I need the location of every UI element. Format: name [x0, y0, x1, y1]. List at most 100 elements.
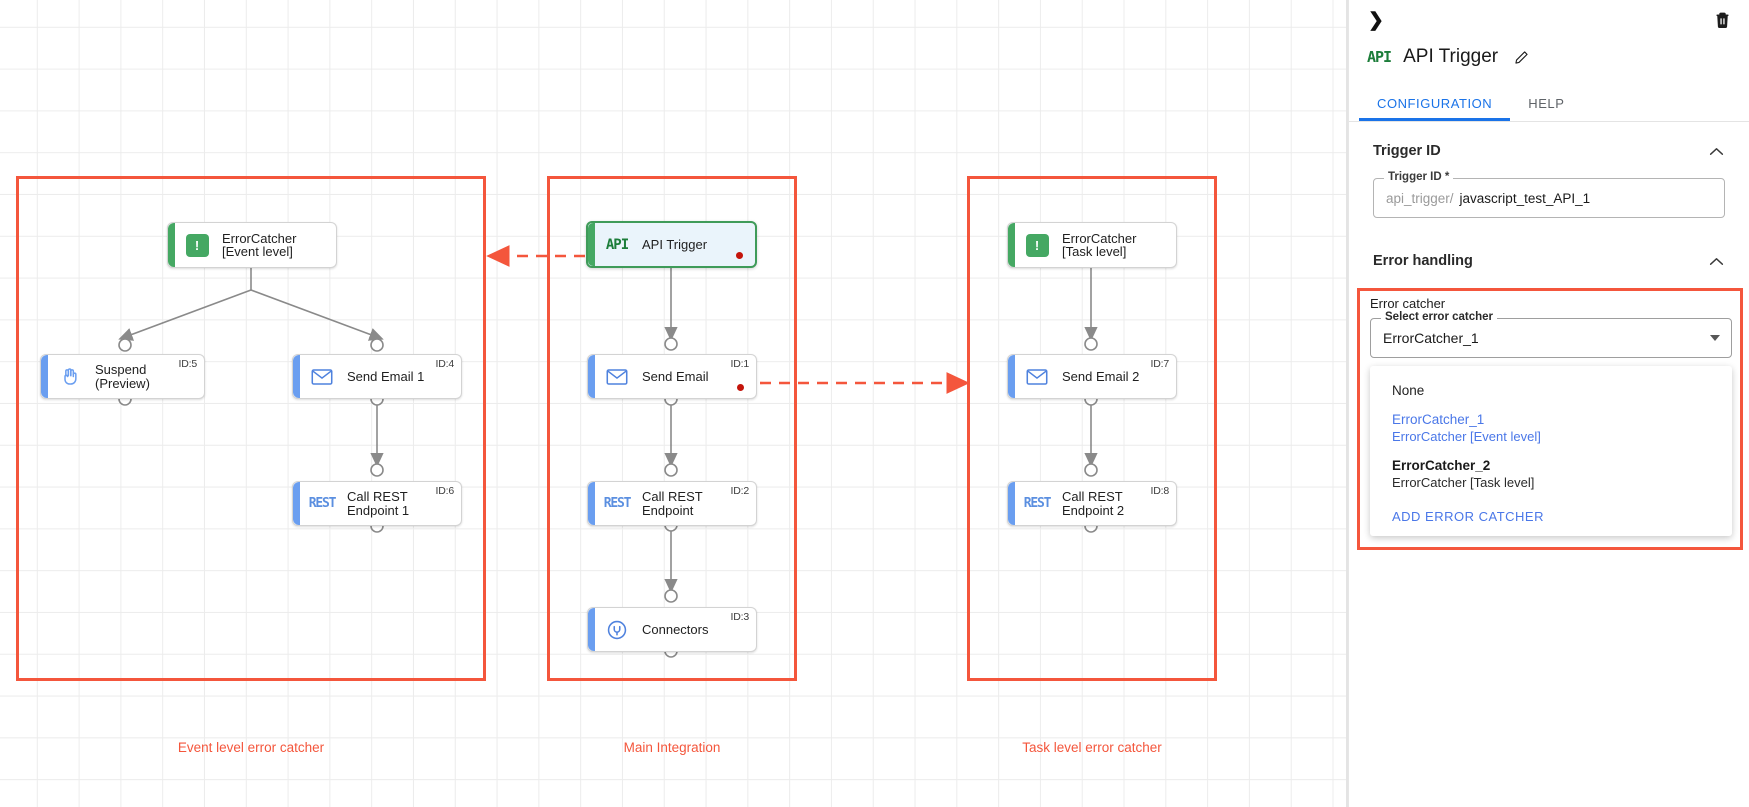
- group-label-main-integration: Main Integration: [623, 740, 721, 755]
- node-title: Send Email: [642, 368, 709, 384]
- dropdown-option-errorcatcher-2[interactable]: ErrorCatcher_2 ErrorCatcher [Task level]: [1370, 449, 1732, 495]
- workflow-canvas[interactable]: ! ErrorCatcher [Event level] Suspend (Pr…: [0, 0, 1347, 807]
- node-id-tag: ID:4: [435, 358, 455, 370]
- node-id-tag: ID:7: [1150, 358, 1170, 370]
- node-suspend[interactable]: Suspend (Preview) ID:5: [40, 354, 205, 399]
- node-title: Send Email 1: [347, 368, 425, 384]
- node-title: Call REST Endpoint 1: [347, 489, 410, 518]
- error-catcher-label: Error catcher: [1370, 296, 1446, 311]
- error-catcher-icon: !: [180, 233, 214, 257]
- node-id-tag: ID:5: [178, 358, 198, 370]
- api-icon: API: [1367, 48, 1392, 66]
- node-id-tag: ID:8: [1150, 485, 1170, 497]
- envelope-icon: [600, 368, 634, 386]
- node-call-rest-endpoint-1[interactable]: REST Call REST Endpoint 1 ID:6: [292, 481, 462, 526]
- error-catcher-icon: !: [1020, 233, 1054, 257]
- node-accent-bar: [1008, 355, 1015, 398]
- trigger-id-field-wrap: Trigger ID * api_trigger/ javascript_tes…: [1349, 160, 1749, 218]
- node-id-tag: ID:2: [730, 485, 750, 497]
- node-call-rest-endpoint-2[interactable]: REST Call REST Endpoint 2 ID:8: [1007, 481, 1177, 526]
- node-title: Call REST Endpoint 2: [1062, 489, 1125, 518]
- node-id-tag: ID:1: [730, 358, 750, 370]
- trigger-id-legend: Trigger ID *: [1384, 171, 1454, 183]
- group-box-main-integration[interactable]: [547, 176, 797, 681]
- chevron-up-icon[interactable]: [1707, 252, 1725, 270]
- hand-icon: [53, 366, 87, 387]
- group-label-event-level: Event level error catcher: [177, 740, 325, 755]
- node-accent-bar: [1008, 482, 1015, 525]
- chevron-up-icon[interactable]: [1707, 142, 1725, 160]
- add-error-catcher-button[interactable]: ADD ERROR CATCHER: [1392, 509, 1544, 524]
- node-send-email-1[interactable]: Send Email 1 ID:4: [292, 354, 462, 399]
- trigger-id-value: javascript_test_API_1: [1459, 190, 1591, 206]
- pencil-icon[interactable]: [1512, 48, 1530, 66]
- node-connectors[interactable]: Connectors ID:3: [587, 607, 757, 652]
- rest-icon: REST: [603, 496, 632, 511]
- node-title: Connectors: [642, 621, 709, 637]
- node-accent-bar: [41, 355, 48, 398]
- node-id-tag: ID:3: [730, 611, 750, 623]
- select-error-catcher-value: ErrorCatcher_1: [1383, 330, 1479, 346]
- details-panel: ❯ API API Trigger CONFIGURATIO: [1348, 0, 1749, 807]
- node-call-rest-endpoint[interactable]: REST Call REST Endpoint ID:2: [587, 481, 757, 526]
- node-accent-bar: [1008, 223, 1015, 267]
- connector-icon: [600, 619, 634, 641]
- node-error-indicator: [736, 252, 743, 259]
- rest-icon: REST: [308, 496, 337, 511]
- select-error-catcher-legend: Select error catcher: [1381, 311, 1498, 323]
- node-title: Suspend (Preview): [95, 362, 150, 391]
- envelope-icon: [1020, 368, 1054, 386]
- node-accent-bar: [293, 355, 300, 398]
- select-error-catcher[interactable]: Select error catcher ErrorCatcher_1: [1370, 311, 1732, 358]
- node-accent-bar: [588, 355, 595, 398]
- trash-icon[interactable]: [1710, 8, 1734, 32]
- dropdown-option-errorcatcher-1[interactable]: ErrorCatcher_1 ErrorCatcher [Event level…: [1370, 403, 1732, 449]
- section-title: Trigger ID: [1373, 143, 1441, 159]
- section-header-trigger-id[interactable]: Trigger ID: [1349, 122, 1749, 160]
- tab-help[interactable]: HELP: [1528, 96, 1565, 111]
- group-box-task-level[interactable]: [967, 176, 1217, 681]
- group-box-event-level[interactable]: [16, 176, 486, 681]
- node-id-tag: ID:6: [435, 485, 455, 497]
- node-accent-bar: [588, 482, 595, 525]
- page-title: API Trigger: [1403, 46, 1499, 67]
- panel-title-row: API API Trigger: [1349, 40, 1749, 74]
- envelope-icon: [305, 368, 339, 386]
- section-header-error-handling[interactable]: Error handling: [1349, 232, 1749, 270]
- node-send-email[interactable]: Send Email ID:1: [587, 354, 757, 399]
- node-error-indicator: [737, 384, 744, 391]
- chevron-right-icon[interactable]: ❯: [1368, 9, 1384, 31]
- node-errorcatcher-event[interactable]: ! ErrorCatcher [Event level]: [167, 222, 337, 268]
- trigger-id-prefix: api_trigger/: [1386, 190, 1454, 206]
- section-title: Error handling: [1373, 253, 1473, 269]
- panel-topbar: ❯: [1349, 0, 1749, 40]
- canvas-edge-divider: [1346, 0, 1348, 807]
- node-api-trigger[interactable]: API API Trigger: [586, 221, 757, 268]
- node-accent-bar: [293, 482, 300, 525]
- node-send-email-2[interactable]: Send Email 2 ID:7: [1007, 354, 1177, 399]
- node-accent-bar: [168, 223, 175, 267]
- option-secondary: ErrorCatcher [Event level]: [1392, 429, 1541, 444]
- panel-tabs: CONFIGURATION HELP: [1349, 90, 1749, 122]
- option-primary: ErrorCatcher_2: [1392, 458, 1491, 473]
- option-primary: None: [1392, 383, 1425, 398]
- error-catcher-highlight-block: Error catcher Select error catcher Error…: [1357, 288, 1743, 550]
- tab-configuration[interactable]: CONFIGURATION: [1359, 90, 1510, 121]
- rest-icon: REST: [1023, 496, 1052, 511]
- trigger-id-input[interactable]: Trigger ID * api_trigger/ javascript_tes…: [1373, 171, 1725, 218]
- node-accent-bar: [588, 608, 595, 651]
- node-errorcatcher-task[interactable]: ! ErrorCatcher [Task level]: [1007, 222, 1177, 268]
- api-icon: API: [605, 236, 629, 253]
- group-label-task-level: Task level error catcher: [1022, 740, 1162, 755]
- node-title: Send Email 2: [1062, 368, 1140, 384]
- option-primary: ErrorCatcher_1: [1392, 412, 1485, 427]
- node-title: ErrorCatcher [Task level]: [1062, 230, 1137, 259]
- error-catcher-dropdown-menu[interactable]: None ErrorCatcher_1 ErrorCatcher [Event …: [1370, 366, 1732, 536]
- option-secondary: ErrorCatcher [Task level]: [1392, 475, 1535, 490]
- node-title: ErrorCatcher [Event level]: [222, 230, 297, 259]
- dropdown-option-none[interactable]: None: [1370, 374, 1732, 403]
- node-title: API Trigger: [642, 236, 708, 252]
- node-title: Call REST Endpoint: [642, 489, 703, 518]
- node-accent-bar: [588, 223, 595, 266]
- chevron-down-icon[interactable]: [1710, 335, 1720, 341]
